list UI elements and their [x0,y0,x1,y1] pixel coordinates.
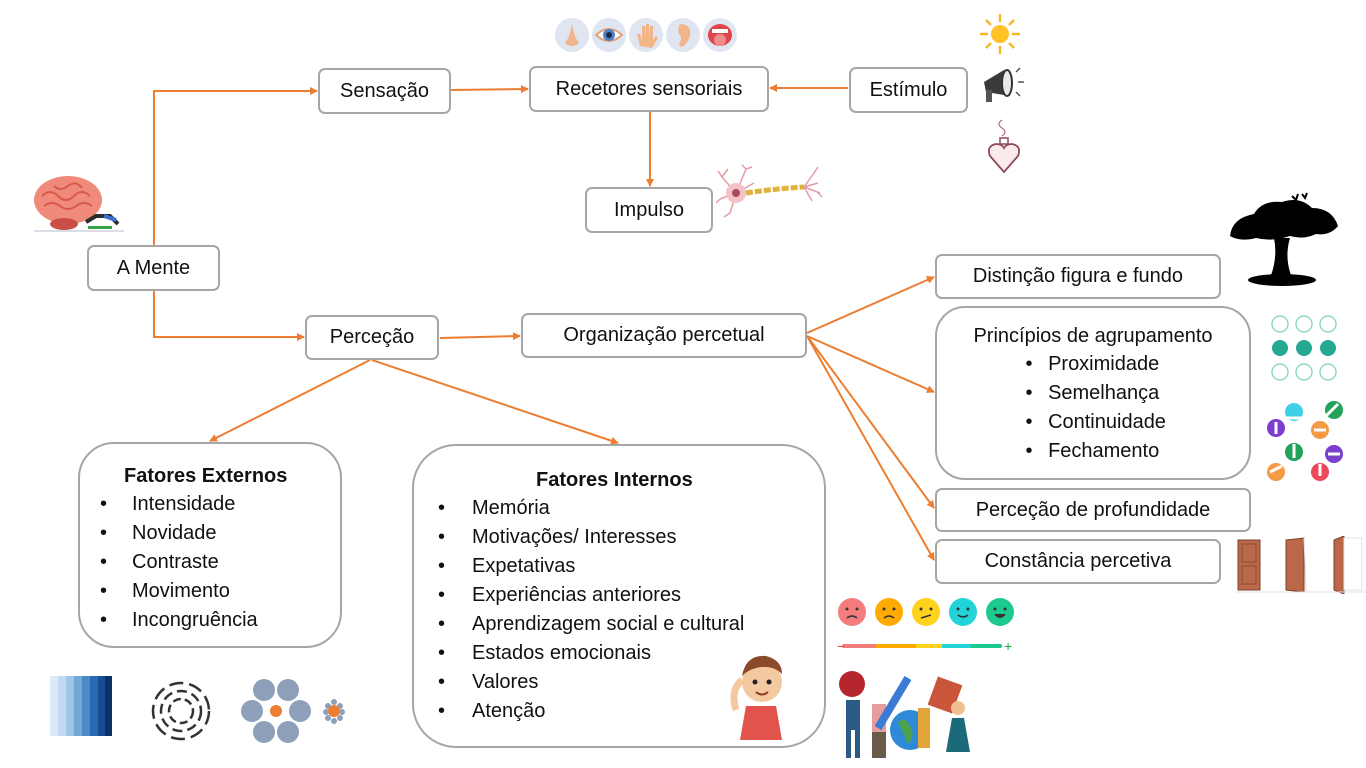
neuron-icon [716,164,823,218]
list-item: •Movimento [100,580,230,602]
node-label: Perceção de profundidade [975,498,1211,521]
node-recetores-sensoriais[interactable]: Recetores sensoriais [529,66,769,112]
node-sensacao[interactable]: Sensação [318,68,451,114]
group-list: •Intensidade •Novidade •Contraste •Movim… [100,490,258,635]
sun-icon [980,14,1020,54]
emotion-faces [838,598,1014,626]
node-label: Impulso [613,198,685,221]
edge-mente-sensacao [153,87,318,246]
closure-shapes-icon [1267,401,1343,481]
node-distincao-figura-fundo[interactable]: Distinção figura e fundo [935,254,1221,299]
list-item: •Novidade [100,522,217,544]
list-item: •Expetativas [438,555,576,577]
list-item: •Continuidade [1025,411,1166,433]
list-item: •Intensidade [100,493,236,515]
brain-mechanic-icon [34,176,124,232]
group-title: Fatores Externos [124,465,288,487]
node-label: A Mente [116,256,191,279]
perfume-icon [987,119,1021,174]
concentric-illusion-icon [151,681,211,741]
node-label: Sensação [340,79,429,102]
list-item: •Atenção [438,700,546,722]
ebbinghaus-illusion-icon [241,679,345,743]
list-item: •Fechamento [1025,440,1160,462]
svg-text:−: − [837,638,845,654]
list-item: •Aprendizagem social e cultural [438,613,745,635]
list-item: •Proximidade [1025,353,1160,375]
gradient-contrast-icon [50,676,112,736]
svg-text:+: + [1004,638,1012,654]
megaphone-icon [984,67,1024,102]
node-label: Constância percetiva [984,550,1172,572]
node-constancia-percetiva[interactable]: Constância percetiva [935,539,1221,584]
node-fatores-externos[interactable]: Fatores Externos •Intensidade •Novidade … [78,442,342,648]
edge-percecao-organizacao [439,332,521,341]
eye-icon [592,18,626,52]
boy-listening-icon [730,655,782,740]
edge-mente-percecao [153,291,305,341]
list-item: •Memória [438,497,550,519]
node-principios-agrupamento[interactable]: Princípios de agrupamento •Proximidade •… [935,306,1251,480]
edge-org-agrupamento [806,335,935,393]
proximity-dots-icon [1271,315,1337,381]
node-estimulo[interactable]: Estímulo [849,67,968,113]
list-item: •Semelhança [1025,382,1160,404]
edge-percecao-externos [209,359,371,442]
tree-figure-ground-icon [1230,192,1338,286]
node-label: Organização percetual [563,324,765,346]
list-item: •Estados emocionais [438,642,651,664]
node-impulso[interactable]: Impulso [585,187,713,233]
edge-org-constancia [806,335,935,561]
people-learning-icon [839,671,970,758]
list-item: •Motivações/ Interesses [438,526,677,548]
node-label: Recetores sensoriais [555,77,743,100]
nose-icon [555,18,589,52]
edge-sensacao-recetores [450,85,529,94]
list-item: •Contraste [100,551,219,573]
hand-icon [629,18,663,52]
group-list: •Memória •Motivações/ Interesses •Expeta… [438,494,744,726]
node-percecao[interactable]: Perceção [305,315,439,360]
tongue-icon [703,18,737,52]
emotion-scale-icon: − + [836,596,1020,661]
edge-percecao-internos [371,359,619,445]
node-label: Estímulo [869,78,948,101]
list-item: •Incongruência [100,609,258,631]
doors-constancy-icon [1236,535,1366,599]
node-percecao-profundidade[interactable]: Perceção de profundidade [935,488,1251,532]
edge-org-figura [806,276,935,334]
senses-icon-row [555,18,737,52]
node-a-mente[interactable]: A Mente [87,245,220,291]
list-item: •Experiências anteriores [438,584,681,606]
list-item: •Valores [438,671,539,693]
group-title: Princípios de agrupamento [973,325,1213,347]
group-list: •Proximidade •Semelhança •Continuidade •… [1010,350,1166,466]
ear-icon [666,18,700,52]
node-label: Perceção [329,326,415,348]
edge-org-profundidade [806,335,935,509]
node-organizacao-percetual[interactable]: Organização percetual [521,313,807,358]
node-label: Distinção figura e fundo [972,265,1184,287]
group-title: Fatores Internos [536,469,693,491]
